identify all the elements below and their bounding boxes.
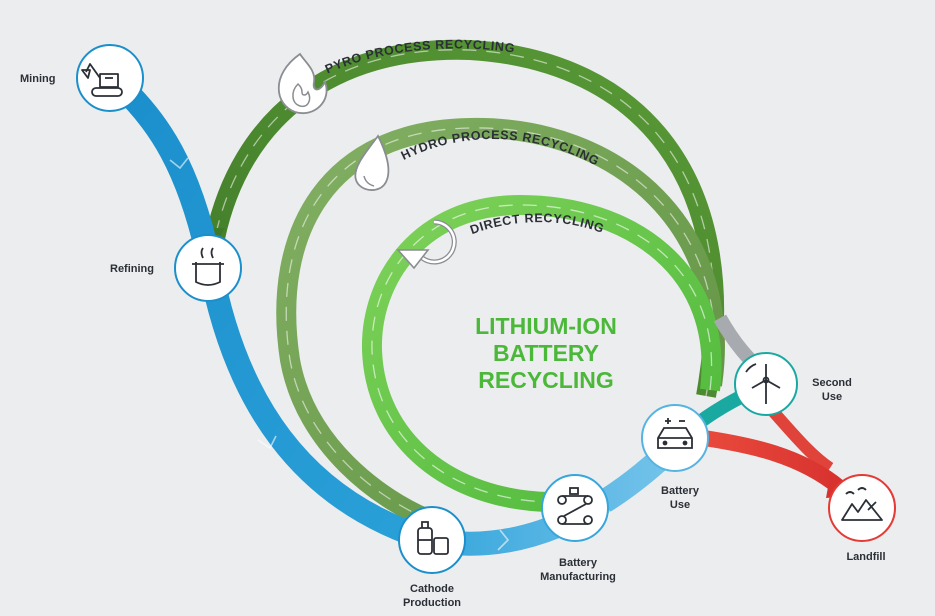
excavator-icon	[81, 63, 123, 97]
flame-icon	[277, 52, 328, 115]
mining-label: Mining	[20, 73, 55, 85]
electric-car-icon	[657, 418, 693, 449]
direct-loop-centerline	[371, 204, 713, 503]
pyro-loop-centerline	[214, 49, 715, 397]
conveyor-icon	[557, 487, 593, 525]
cathode-tanks-icon	[417, 521, 449, 555]
wind-turbine-icon	[745, 363, 781, 404]
landfill-label: Landfill	[846, 551, 885, 563]
title-line3: RECYCLING	[478, 367, 613, 393]
landfill-red-path	[702, 430, 846, 495]
node-landfill[interactable]	[828, 474, 896, 542]
node-refining[interactable]	[174, 234, 242, 302]
cathode-label-line2: Production	[403, 597, 461, 609]
node-battery-manufacturing[interactable]	[541, 474, 609, 542]
chevron-3	[497, 529, 510, 551]
refining-label: Refining	[110, 263, 154, 275]
node-mining[interactable]	[76, 44, 144, 112]
cathode-label-line1: Cathode	[410, 583, 454, 595]
chevron-1	[169, 157, 189, 170]
node-second-use[interactable]	[734, 352, 798, 416]
title-line2: BATTERY	[493, 340, 599, 366]
battery-use-label-line2: Use	[670, 499, 690, 511]
node-cathode-production[interactable]	[398, 506, 466, 574]
node-battery-use[interactable]	[641, 404, 709, 472]
hydro-loop-centerline	[285, 127, 716, 521]
second-use-label-line1: Second	[812, 377, 852, 389]
refining-vessel-icon	[192, 247, 224, 286]
second-use-to-landfill-path	[765, 403, 834, 474]
landfill-icon	[841, 487, 883, 521]
battery-use-label-line1: Battery	[661, 485, 700, 497]
manufacturing-label-line2: Manufacturing	[540, 571, 616, 583]
manufacturing-label-line1: Battery	[559, 557, 598, 569]
circular-arrow-icon	[396, 219, 457, 270]
second-use-label-line2: Use	[822, 391, 842, 403]
title-line1: LITHIUM-ION	[475, 313, 617, 339]
water-drop-icon	[354, 134, 390, 191]
chevron-2	[257, 435, 277, 450]
